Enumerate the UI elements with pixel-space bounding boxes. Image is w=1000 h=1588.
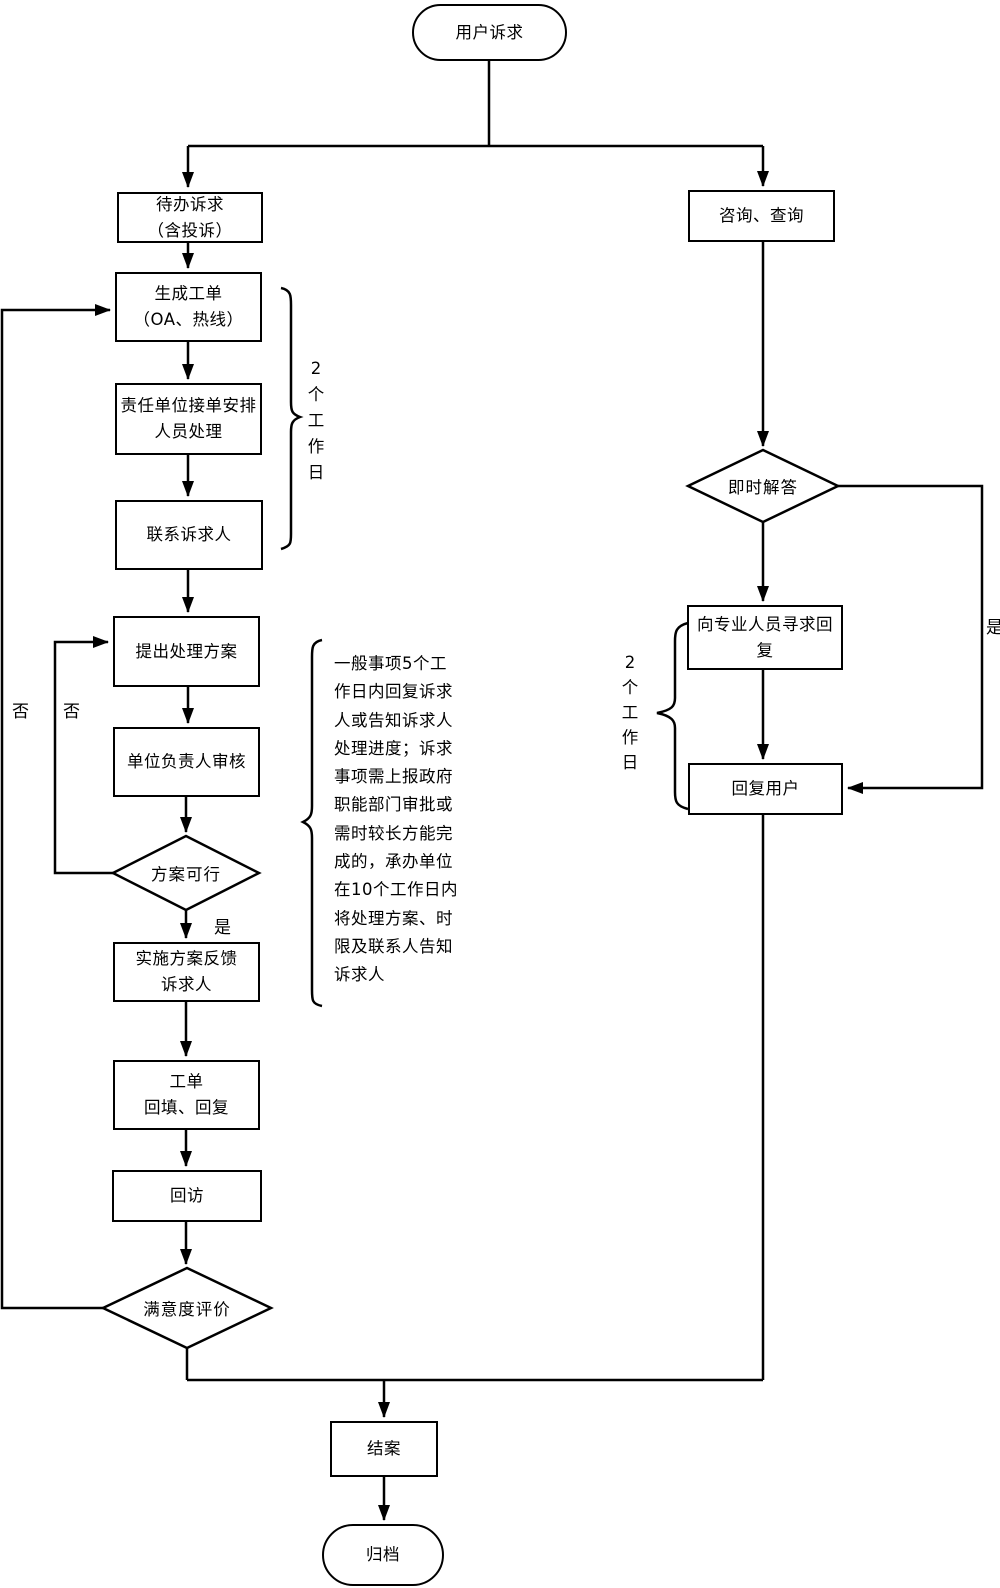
decision-instant-answer-label: 即时解答	[728, 478, 798, 497]
annotation-workdays-left: 2 个 工 作 日	[307, 359, 325, 482]
brace-workdays-right	[656, 621, 689, 811]
node-return-visit: 回访	[112, 1170, 262, 1222]
node-assign-staff: 责任单位接单安排 人员处理	[115, 383, 262, 455]
decision-instant-shape	[685, 448, 841, 524]
node-generate-ticket: 生成工单 （OA、热线）	[115, 272, 262, 342]
brace-note	[300, 638, 323, 1008]
label-yes-instant: 是	[986, 618, 1000, 638]
decision-satisfaction-shape	[100, 1266, 274, 1350]
node-implement-feedback: 实施方案反馈 诉求人	[113, 942, 260, 1002]
edge-satisfaction-no-loop	[0, 304, 111, 1310]
node-propose-plan: 提出处理方案	[113, 616, 260, 687]
edge-start-split	[188, 61, 763, 148]
node-pending-request: 待办诉求 （含投诉）	[117, 192, 263, 243]
node-archive: 归档	[322, 1524, 444, 1586]
annotation-workdays-right: 2 个 工 作 日	[621, 653, 639, 772]
label-no-feasible: 否	[63, 702, 80, 722]
node-contact-requester: 联系诉求人	[115, 500, 263, 570]
node-seek-professional: 向专业人员寻求回复	[687, 605, 843, 670]
decision-feasible-shape	[110, 834, 262, 912]
decision-feasible-label: 方案可行	[151, 865, 221, 884]
label-yes-feasible: 是	[214, 918, 231, 938]
node-leader-review: 单位负责人审核	[113, 727, 260, 797]
node-consult-query: 咨询、查询	[688, 190, 835, 242]
edge-feasible-no-loop	[53, 636, 113, 875]
annotation-note: 一般事项5个工 作日内回复诉求 人或告知诉求人 处理进度；诉求 事项需上报政府 …	[334, 654, 458, 985]
node-user-request: 用户诉求	[412, 4, 567, 61]
node-ticket-fill-reply: 工单 回填、回复	[113, 1060, 260, 1130]
node-reply-user: 回复用户	[688, 763, 843, 815]
edge-junction	[185, 815, 765, 1382]
brace-workdays-left	[280, 286, 304, 551]
decision-satisfaction-label: 满意度评价	[143, 1300, 231, 1319]
node-close-case: 结案	[330, 1421, 438, 1477]
edge-instant-yes-reply	[838, 484, 984, 794]
label-no-satisfaction: 否	[12, 702, 29, 722]
